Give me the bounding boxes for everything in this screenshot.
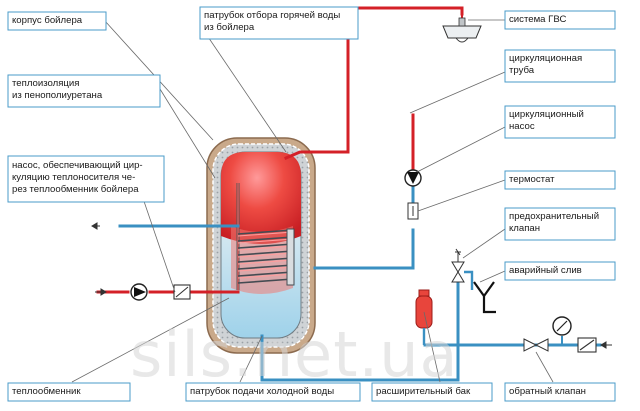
box-heat-exchanger bbox=[7, 382, 131, 402]
box-boiler-body bbox=[7, 11, 107, 31]
emergency-drain-funnel bbox=[473, 281, 496, 314]
label-insulation: теплоизоляция из пенополиуретана bbox=[12, 78, 103, 101]
box-pump-desc bbox=[7, 155, 165, 203]
primary-pump bbox=[130, 283, 148, 301]
primary-check-valve bbox=[173, 284, 191, 300]
box-thermostat bbox=[504, 170, 616, 190]
safety-valve bbox=[451, 248, 474, 290]
hot-water-zone bbox=[221, 152, 301, 244]
label-thermostat: термостат bbox=[509, 174, 555, 185]
label-circ-pump: циркуляционный насос bbox=[509, 109, 584, 132]
box-hot-outlet bbox=[199, 6, 359, 40]
label-boxes bbox=[7, 6, 616, 402]
label-heat-exchanger: теплообменник bbox=[12, 386, 81, 397]
box-circ-pump bbox=[504, 105, 616, 139]
filter bbox=[577, 337, 597, 353]
label-cold-inlet: патрубок подачи холодной воды bbox=[190, 386, 335, 397]
heat-exchanger-coil bbox=[236, 183, 295, 290]
bottom-check-valve bbox=[523, 338, 549, 352]
box-dhw-system bbox=[504, 10, 616, 30]
dhw-sink bbox=[442, 17, 482, 43]
label-check-valve: обратный клапан bbox=[509, 386, 586, 397]
label-hot-outlet: патрубок отбора горячей воды из бойлера bbox=[204, 10, 341, 33]
label-emergency-drain: аварийный слив bbox=[509, 265, 582, 276]
box-safety-valve bbox=[504, 207, 616, 241]
flow-arrows bbox=[91, 222, 612, 349]
box-insulation bbox=[7, 74, 161, 108]
watermark: sils.net.ua bbox=[130, 318, 459, 391]
box-cold-inlet bbox=[185, 382, 361, 402]
box-circ-pipe bbox=[504, 49, 616, 83]
thermostat bbox=[407, 202, 419, 220]
boiler bbox=[206, 137, 316, 354]
label-dhw-system: система ГВС bbox=[509, 14, 567, 25]
label-expansion-tank: расширительный бак bbox=[376, 386, 471, 397]
label-boiler-body: корпус бойлера bbox=[12, 15, 83, 26]
box-emergency-drain bbox=[504, 261, 616, 281]
label-circ-pipe: циркуляционная труба bbox=[509, 53, 583, 76]
box-check-valve bbox=[504, 382, 616, 402]
box-expansion-tank bbox=[371, 382, 493, 402]
circulation-pump bbox=[404, 169, 422, 187]
label-safety-valve: предохранительный клапан bbox=[509, 211, 600, 234]
pressure-gauge bbox=[552, 316, 572, 345]
label-pump-desc: насос, обеспечивающий цир- куляцию тепло… bbox=[12, 160, 143, 195]
